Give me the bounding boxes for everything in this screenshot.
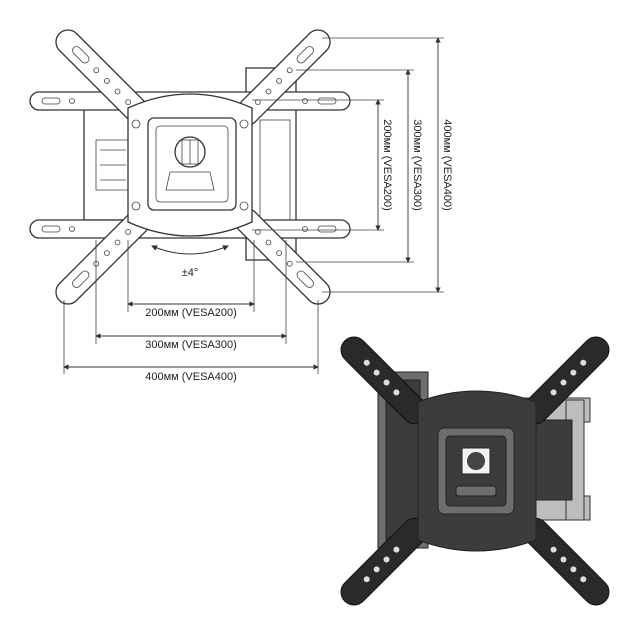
dimension-label-h-400: 400мм (VESA400) [145, 371, 237, 383]
dimension-label-h-300: 300мм (VESA300) [145, 339, 237, 351]
horizontal-dimension-lines [63, 240, 319, 374]
dimension-label-v-300: 300мм (VESA300) [411, 119, 423, 211]
dimension-label-h-200: 200мм (VESA200) [145, 307, 237, 319]
dimension-label-v-200: 200мм (VESA200) [381, 119, 393, 211]
tilt-arc [151, 245, 229, 255]
render-arm-top-right [521, 336, 610, 425]
dimension-label-v-400: 400мм (VESA400) [441, 119, 453, 211]
center-bracket [127, 93, 253, 237]
product-render [340, 336, 610, 606]
line-drawing-mount [29, 29, 351, 305]
vertical-dimension-lines [252, 37, 444, 293]
tilt-label: ±4° [182, 267, 199, 279]
